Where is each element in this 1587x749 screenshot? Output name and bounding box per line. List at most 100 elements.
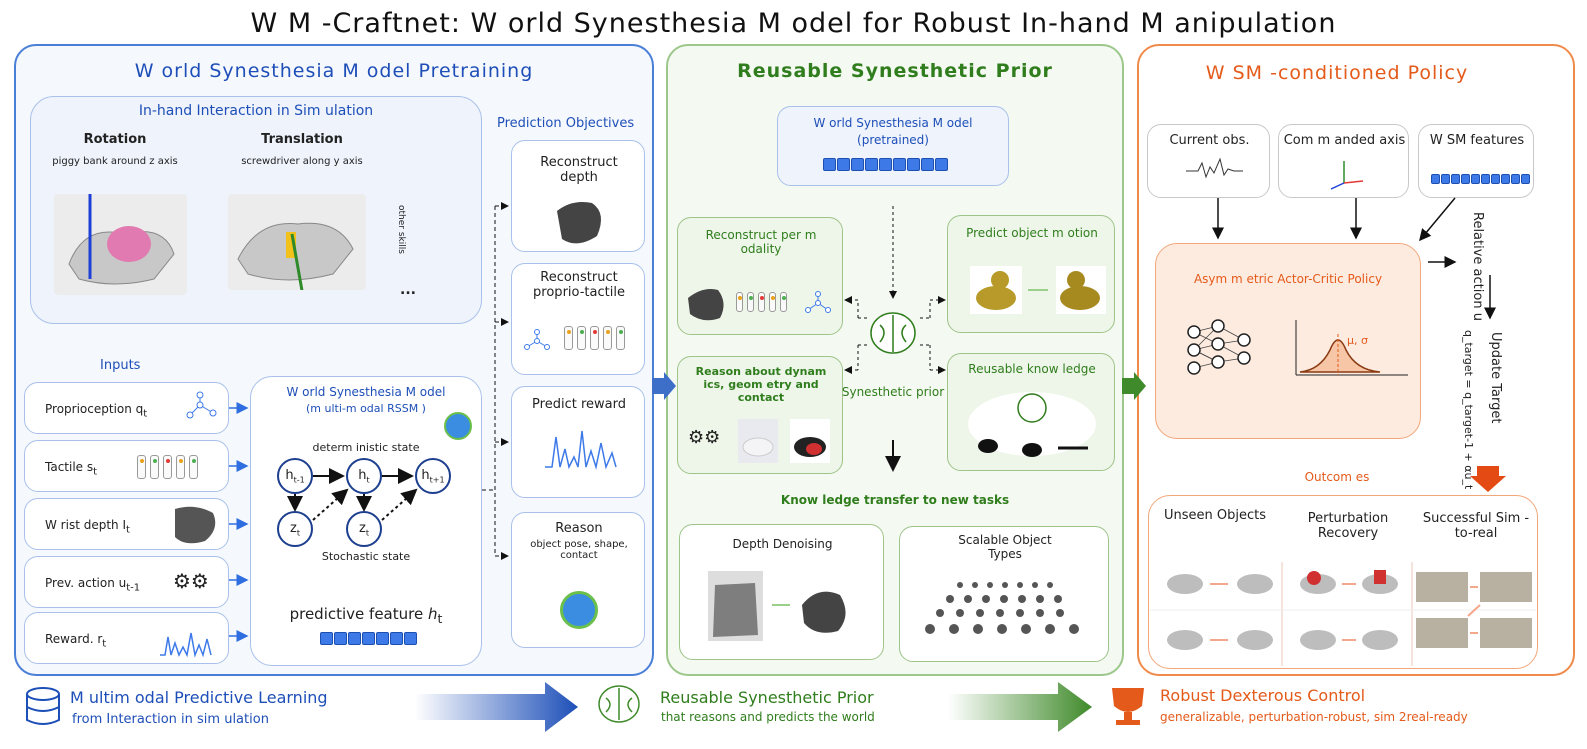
feature-vector-icon: [320, 630, 418, 649]
wsm-title: W orld Synesthesia M odel: [286, 385, 446, 399]
input-text: Prev. action u: [45, 576, 127, 590]
box-label: Com m anded axis: [1283, 133, 1406, 148]
recon-modality-box: Reconstruct per m odality: [677, 217, 843, 335]
pretrained-wsm-box: [777, 106, 1009, 186]
input-sub: t-1: [126, 582, 141, 594]
input-label: Tactile st: [45, 460, 97, 477]
sensor: [758, 292, 765, 312]
inputs-title: Inputs: [100, 358, 141, 373]
pretrained-wsm-sub: (pretrained): [857, 133, 929, 147]
input-sub: t: [143, 408, 148, 420]
other-skills-label: other skills: [396, 205, 406, 254]
node-symbol: z: [290, 521, 297, 536]
tactile-sensors-icon: [137, 455, 202, 483]
node-sub: t: [366, 475, 370, 485]
globe-icon: [444, 412, 472, 440]
feature-vector-icon: [1431, 169, 1531, 188]
sensor: [747, 292, 754, 312]
sensor: [163, 455, 172, 479]
box-label: Reconstruct per m odality: [705, 228, 817, 256]
objective-label: Reconstruct proprio-tactile: [533, 270, 625, 300]
translation-label: Translation: [261, 132, 343, 147]
node-h-current: ht: [346, 458, 382, 494]
bottom-title-1: M ultim odal Predictive Learning: [70, 688, 328, 707]
input-sub: t: [126, 524, 130, 536]
policy-box: [1155, 243, 1421, 439]
input-label: W rist depth It: [45, 518, 130, 535]
node-sub: t-1: [293, 475, 305, 485]
input-text: Tactile s: [45, 460, 94, 474]
node-symbol: h: [421, 468, 430, 483]
transfer-label: Know ledge transfer to new tasks: [780, 493, 1010, 507]
sensor: [590, 326, 599, 350]
globe-icon: [560, 591, 598, 629]
input-text: Reward. r: [45, 632, 103, 646]
sensor: [780, 292, 787, 312]
sensor: [603, 326, 612, 350]
outcome-label: Perturbation Recovery: [1307, 511, 1389, 541]
outcomes-title: Outcom es: [1304, 470, 1370, 484]
box-label: Depth Denoising: [732, 537, 833, 551]
update-target-label: Update Target: [1488, 332, 1503, 424]
input-prev-action: Prev. action ut-1 ⚙⚙: [24, 556, 229, 608]
feature-text: predictive feature: [289, 605, 424, 623]
box-label: Current obs.: [1169, 133, 1250, 148]
policy-label: Asym m etric Actor-Critic Policy: [1193, 272, 1383, 286]
reason-dynamics-box: Reason about dynam ics, geom etry and co…: [677, 356, 843, 474]
objective-reward: Predict reward: [511, 386, 645, 498]
sensor: [137, 455, 146, 479]
commanded-axis-box: Com m anded axis: [1278, 124, 1409, 198]
box-label: Predict object m otion: [966, 226, 1098, 240]
node-h-prev: ht-1: [277, 458, 313, 494]
translation-sub: screwdriver along y axis: [241, 156, 363, 167]
objective-label: Reason: [555, 521, 603, 536]
input-proprioception: Proprioception qt: [24, 382, 229, 434]
box-label: Reason about dynam ics, geom etry and co…: [695, 365, 827, 404]
input-label: Prev. action ut-1: [45, 576, 140, 593]
objective-label: Reconstruct depth: [540, 155, 618, 185]
depth-denoising-box: Depth Denoising: [679, 524, 884, 660]
sensor: [189, 455, 198, 479]
sensor: [769, 292, 776, 312]
stochastic-state-label: Stochastic state: [321, 550, 411, 563]
sensor: [150, 455, 159, 479]
synesthetic-prior-label: Synesthetic prior: [841, 385, 945, 399]
sensor: [564, 326, 573, 350]
objective-depth: Reconstruct depth: [511, 140, 645, 252]
node-symbol: h: [358, 468, 367, 483]
reusable-knowledge-box: Reusable know ledge: [947, 353, 1115, 471]
node-sub: t+1: [429, 475, 445, 485]
wsm-features-box: W SM features: [1418, 124, 1534, 198]
scalable-objects-box: Scalable Object Types: [899, 526, 1109, 662]
objective-proprio-tactile: Reconstruct proprio-tactile: [511, 263, 645, 375]
sensor: [736, 292, 743, 312]
input-label: Reward. rt: [45, 632, 106, 649]
rotation-image: [54, 194, 187, 295]
rotation-sub: piggy bank around z axis: [52, 156, 178, 167]
input-reward: Reward. rt: [24, 612, 229, 664]
feature-sub: t: [437, 611, 443, 626]
bottom-sub-3: generalizable, perturbation-robust, sim …: [1160, 710, 1468, 724]
box-label: W SM features: [1429, 133, 1525, 148]
input-wrist-depth: W rist depth It: [24, 498, 229, 550]
input-label: Proprioception qt: [45, 402, 147, 419]
gears-icon: ⚙⚙: [173, 569, 209, 593]
bottom-sub-1: from Interaction in sim ulation: [72, 712, 269, 727]
input-tactile: Tactile st: [24, 440, 229, 492]
bottom-title-2: Reusable Synesthetic Prior: [660, 688, 874, 707]
feature-vector-icon: [823, 156, 949, 175]
main-title: W M -Craftnet: W orld Synesthesia M odel…: [250, 8, 1337, 39]
predictive-feature-label: predictive feature ht: [250, 605, 482, 626]
predict-motion-box: Predict object m otion: [947, 215, 1115, 333]
input-sub: t: [102, 638, 107, 650]
bottom-sub-2: that reasons and predicts the world: [661, 710, 875, 724]
node-z-1: zt: [277, 511, 313, 547]
bottom-title-3: Robust Dexterous Control: [1160, 686, 1366, 705]
relative-action-label: Relative action u: [1470, 212, 1485, 321]
feature-symbol: h: [427, 605, 438, 623]
node-z-2: zt: [346, 511, 382, 547]
gears-icon: ⚙⚙: [688, 427, 721, 448]
objective-label: Predict reward: [532, 397, 626, 412]
